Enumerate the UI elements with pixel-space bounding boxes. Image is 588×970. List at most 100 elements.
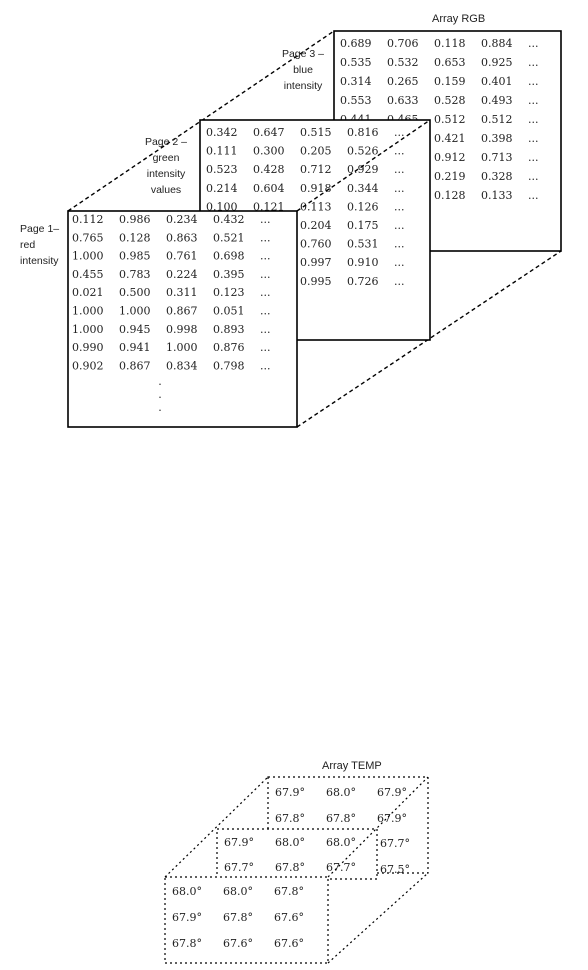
page1-cell: 0.990 [72,341,104,354]
page1-cell: 0.234 [166,213,198,226]
page1-cell: 0.021 [72,286,104,299]
page2-cell: 0.175 [347,219,379,232]
temp-front-layer [164,876,329,964]
array-temp-title: Array TEMP [322,760,382,772]
page-label-line: intensity [147,168,186,180]
page1-cell: 0.986 [119,213,151,226]
page2-cell: 0.918 [300,182,332,195]
page2-cell: 0.204 [300,219,332,232]
page1-cell: 0.863 [166,231,198,244]
page1-cell: ... [260,231,271,244]
depth-edge-bottom-right [296,250,562,428]
page2-cell: 0.342 [206,126,238,139]
page2-cell: ... [394,182,405,195]
page2-cell: 0.816 [347,126,379,139]
page2-cell: 0.726 [347,275,379,288]
page1-cell: 0.985 [119,250,151,263]
temp-front-cell: 67.6° [223,937,253,950]
temp-edge-top-right [327,776,429,878]
page1-cell: 1.000 [119,305,151,318]
page1-cell: 1.000 [72,305,104,318]
page1-cell: ... [260,250,271,263]
page3-cell: 0.512 [481,113,513,126]
temp-edge-top-left [164,776,269,878]
page2-cell: ... [394,126,405,139]
page1-cell: ... [260,268,271,281]
page1-cell: 0.455 [72,268,104,281]
page1-cell: 0.783 [119,268,151,281]
page1-cell: 0.945 [119,323,151,336]
temp-edge-bottom-right [327,872,429,964]
temp-front-values: 68.0°68.0°67.8°67.9°67.8°67.6°67.8°67.6°… [172,885,304,950]
temp-back-cell: 67.8° [275,812,305,825]
page2-cell: ... [394,256,405,269]
page1-cell: 0.941 [119,341,151,354]
temp-back-cell: 67.8° [326,812,356,825]
page2-cell: 0.300 [253,145,285,158]
page2-cell: 0.121 [253,200,285,213]
temp-front-cell: 67.8° [274,885,304,898]
page-label-line: green [153,152,180,164]
temp-middle-cell: 68.0° [326,836,356,849]
temp-back-right-cell: 67.7° [380,837,410,850]
page1-cell: 0.798 [213,359,245,372]
page3-cell: 0.689 [340,37,372,50]
ellipsis-dot: . [158,401,162,414]
page3-cell: 0.912 [434,151,466,164]
page3-cell: ... [528,94,539,107]
page1-cell: 0.128 [119,231,151,244]
temp-front-cell: 67.6° [274,937,304,950]
page2-cell: ... [394,145,405,158]
page1-cell: 0.998 [166,323,198,336]
page3-cell: ... [528,113,539,126]
page2-cell: 0.428 [253,163,285,176]
temp-middle-cell: 67.9° [224,836,254,849]
page3-cell: 0.398 [481,132,513,145]
page-label-line: Page 2 – [145,136,187,148]
page3-cell: 0.128 [434,189,466,202]
page1-cell: 0.123 [213,286,245,299]
page3-cell: 0.528 [434,94,466,107]
page-label-line: red [20,239,35,251]
temp-middle-cell: 67.7° [326,861,356,874]
page2-cell: 0.604 [253,182,285,195]
page3-cell: ... [528,151,539,164]
page2-cell: 0.647 [253,126,285,139]
temp-front-cell: 67.9° [172,911,202,924]
page2-cell: 0.531 [347,238,379,251]
page2-cell: ... [394,238,405,251]
page1-cell: 0.876 [213,341,245,354]
page1-cell: 0.500 [119,286,151,299]
page2-cell: 0.111 [206,145,238,158]
array-temp: Array TEMP 67.9°68.0°67.9°67.8°67.8°67.9… [164,760,429,964]
page2-cell: 0.113 [300,200,332,213]
page1-cell: 0.051 [213,305,245,318]
page3-cell: 0.713 [481,151,513,164]
page3-cell: 0.118 [434,37,466,50]
page-label-line: blue [293,64,313,76]
page3-cell: 0.314 [340,75,372,88]
temp-front-cell: 68.0° [223,885,253,898]
page2-cell: 0.997 [300,256,332,269]
temp-front-cell: 68.0° [172,885,202,898]
page1-vertical-ellipsis: ... [158,375,162,414]
page2-cell: 0.205 [300,145,332,158]
page1-cell: 1.000 [166,341,198,354]
page2-cell: ... [394,163,405,176]
page1-cell: 0.761 [166,250,198,263]
page1-cell: ... [260,213,271,226]
page3-cell: ... [528,56,539,69]
temp-middle-layer [216,828,378,880]
temp-back-cell: 68.0° [326,786,356,799]
page2-cell: 0.344 [347,182,379,195]
page1-cell: 0.867 [119,359,151,372]
page2-cell: 0.929 [347,163,379,176]
page1-cell: 0.902 [72,359,104,372]
page1-cell: 0.698 [213,250,245,263]
page3-cell: ... [528,37,539,50]
